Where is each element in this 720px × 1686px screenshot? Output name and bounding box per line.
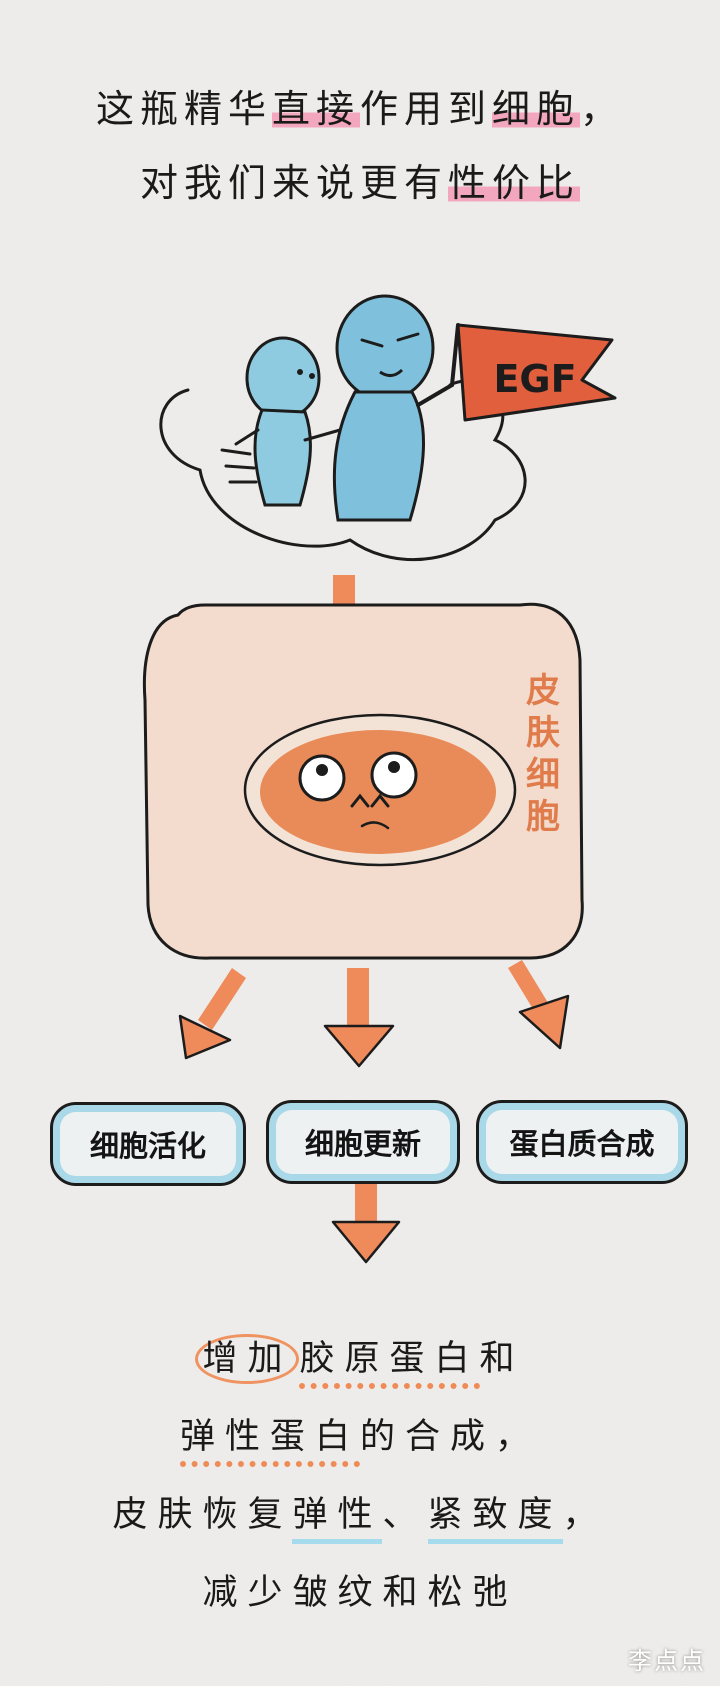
- flag-icon: [456, 323, 617, 422]
- result-underlined: 弹性: [292, 1495, 383, 1544]
- headline-text: 这瓶精华: [95, 87, 272, 131]
- result-dotted: 胶原蛋白: [299, 1339, 480, 1389]
- small-figure: [234, 336, 321, 507]
- arrow-out-left: [178, 968, 246, 1060]
- result-text: 皮肤恢复: [112, 1495, 293, 1535]
- effect-box-protein-synthesis: 蛋白质合成: [476, 1100, 688, 1184]
- effect-label: 细胞活化: [89, 1129, 206, 1163]
- result-line-2: 弹性蛋白的合成，: [0, 1408, 720, 1467]
- arrow-out-right: [508, 960, 570, 1050]
- flag-pole: [450, 323, 460, 387]
- motion-lines: [220, 448, 258, 484]
- result-text: 的合成，: [360, 1417, 541, 1457]
- arrow-to-result: [331, 1180, 401, 1264]
- result-line-4: 减少皱纹和松弛: [0, 1564, 720, 1615]
- result-line-3: 皮肤恢复弹性、紧致度，: [0, 1486, 720, 1544]
- result-dotted: 弹性蛋白: [179, 1417, 360, 1467]
- flag-label: EGF: [493, 357, 576, 401]
- headline-line-2: 对我们来说更有性价比: [0, 152, 720, 207]
- watermark: 李点点: [628, 1647, 706, 1675]
- result-text: 、: [382, 1495, 428, 1535]
- effect-box-cell-activation: 细胞活化: [50, 1102, 246, 1186]
- result-line-1: 增加胶原蛋白和: [0, 1330, 720, 1389]
- effect-label: 蛋白质合成: [509, 1127, 655, 1161]
- headline-highlight: 直接: [271, 87, 360, 131]
- result-text: 和: [479, 1339, 525, 1379]
- result-text: ，: [562, 1495, 608, 1535]
- headline-line-1: 这瓶精华直接作用到细胞，: [0, 78, 720, 133]
- headline-text: 对我们来说更有: [139, 161, 448, 205]
- headline-highlight: 性价比: [448, 161, 581, 205]
- skin-cell: [142, 602, 584, 960]
- effect-label: 细胞更新: [304, 1127, 421, 1161]
- arrow-out-center: [323, 968, 395, 1068]
- cell-label: 皮肤细胞: [526, 671, 560, 837]
- headline-highlight: 细胞: [492, 87, 581, 131]
- headline-punct: ，: [580, 87, 625, 131]
- headline-text: 作用到: [359, 87, 492, 131]
- result-circled: 增加: [195, 1334, 300, 1384]
- cloud-outline: [159, 379, 527, 562]
- effect-box-cell-renewal: 细胞更新: [266, 1100, 460, 1184]
- result-underlined: 紧致度: [427, 1495, 563, 1544]
- big-figure: [303, 294, 454, 522]
- result-text: 减少皱纹和松弛: [202, 1573, 518, 1613]
